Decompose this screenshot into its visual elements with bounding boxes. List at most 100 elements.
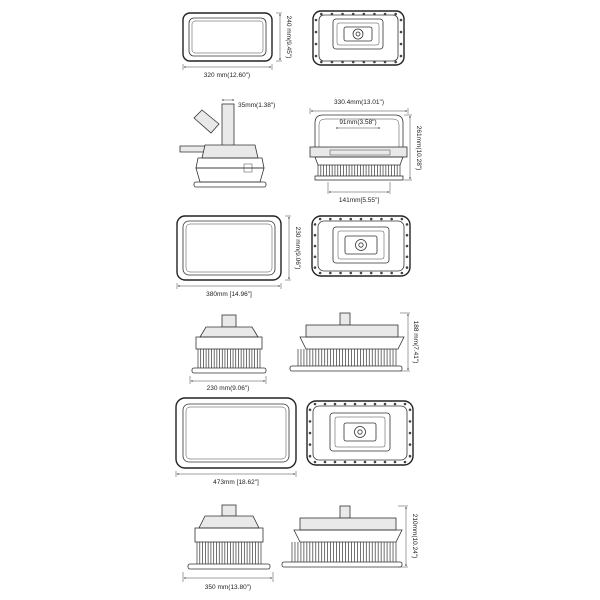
bolt-mark [320, 60, 323, 64]
bolt-mark [362, 60, 366, 64]
bolt-mark [341, 12, 344, 16]
bolt-mark [308, 443, 312, 446]
bolt-mark [313, 233, 317, 237]
dim-d1-width: 320 mm(12.60") [204, 72, 250, 79]
bolt-mark [373, 60, 376, 64]
bolt-mark [308, 408, 312, 412]
row3-back-view [311, 215, 411, 277]
bolt-mark [313, 244, 317, 248]
bolt-mark [393, 460, 397, 464]
bolt-mark [408, 420, 412, 423]
bolt-mark [394, 12, 397, 16]
bolt-mark [341, 60, 344, 64]
bolt-mark [403, 460, 407, 464]
bolt-mark [308, 420, 312, 423]
bolt-mark [405, 266, 409, 269]
dim-d2-height: 261mm(10.28") [415, 126, 422, 171]
bolt-mark [383, 60, 387, 64]
bolt-mark [333, 402, 337, 406]
bolt-mark [393, 402, 397, 406]
bolt-mark [313, 223, 317, 226]
bolt-mark [408, 454, 412, 458]
row3-front-view: 230 mm(9.06") 380mm [14.96"] [176, 215, 301, 298]
bolt-mark [399, 30, 403, 34]
bolt-mark [363, 460, 367, 464]
row6-side-view: 350 mm(13.80") [182, 504, 274, 591]
bolt-mark [369, 271, 373, 275]
bolt-mark [408, 431, 412, 435]
bolt-mark [373, 12, 376, 16]
bolt-mark [390, 271, 393, 275]
dim-d3-width: 380mm [14.96"] [206, 291, 252, 298]
bolt-mark [405, 233, 409, 237]
bolt-mark [353, 460, 357, 464]
bolt-mark [405, 255, 409, 259]
bolt-mark [359, 217, 363, 221]
bolt-mark [380, 217, 383, 221]
bolt-mark [330, 60, 334, 64]
bolt-mark [373, 402, 377, 406]
bolt-mark [399, 42, 403, 46]
bolt-mark [343, 460, 347, 464]
bolt-mark [399, 54, 403, 58]
bolt-mark [323, 402, 327, 406]
bolt-mark [333, 460, 337, 464]
row4-side-view: 230 mm(9.06") [189, 314, 267, 392]
bolt-mark [394, 60, 397, 64]
bolt-mark [351, 60, 355, 64]
bolt-mark [353, 402, 357, 406]
bolt-mark [329, 271, 332, 275]
row2-side-view: 35mm(1.38") [179, 99, 275, 188]
bolt-mark [362, 12, 366, 16]
bolt-mark [330, 12, 334, 16]
dim-d2-base: 141mm[5.55"] [339, 197, 379, 204]
dim-d6-height: 210mm(10.24") [411, 514, 418, 559]
dim-d6-width: 350 mm(13.80") [205, 584, 251, 591]
row5-front-view: 473mm [18.62"] [175, 397, 297, 486]
dim-d1-height: 240 mm(9.45") [285, 16, 292, 59]
bolt-mark [314, 54, 318, 58]
bolt-mark [400, 271, 404, 275]
bolt-mark [314, 30, 318, 34]
bolt-mark [373, 460, 377, 464]
bolt-mark [408, 443, 412, 446]
dim-d4-height: 188 mm(7.41") [412, 321, 419, 364]
bolt-mark [349, 271, 353, 275]
bolt-mark [318, 271, 322, 275]
bolt-mark [400, 217, 404, 221]
bolt-mark [314, 42, 318, 46]
bolt-mark [405, 244, 409, 248]
bolt-mark [308, 431, 312, 435]
dim-d3-height: 230 mm(9.06") [294, 227, 301, 270]
bolt-mark [383, 402, 387, 406]
row4-front-view: 188 mm(7.41") [289, 312, 419, 372]
bolt-mark [313, 266, 317, 269]
bolt-mark [359, 271, 363, 275]
bolt-mark [383, 12, 387, 16]
bolt-mark [405, 223, 409, 226]
bolt-mark [313, 460, 317, 464]
dim-d2-total-width: 330.4mm(13.01") [334, 99, 384, 106]
bolt-mark [323, 460, 327, 464]
bolt-mark [363, 402, 367, 406]
bolt-mark [339, 217, 342, 221]
row6-front-view: 210mm(10.24") [281, 505, 418, 568]
bolt-mark [339, 271, 342, 275]
bolt-mark [313, 402, 317, 406]
bolt-mark [383, 460, 387, 464]
dim-d4-width: 230 mm(9.06") [207, 385, 250, 392]
bolt-mark [329, 217, 332, 221]
dim-d5-width: 473mm [18.62"] [213, 479, 259, 486]
bolt-mark [308, 454, 312, 458]
bolt-mark [313, 255, 317, 259]
bolt-mark [314, 18, 318, 22]
bolt-mark [320, 12, 323, 16]
bolt-mark [369, 217, 373, 221]
bolt-mark [349, 217, 353, 221]
bolt-mark [351, 12, 355, 16]
row1-front-view: 240 mm(9.45") 320 mm(12.60") [182, 12, 292, 79]
bolt-mark [380, 271, 383, 275]
bolt-mark [408, 408, 412, 412]
row5-back-view [306, 400, 414, 466]
bolt-mark [403, 402, 407, 406]
